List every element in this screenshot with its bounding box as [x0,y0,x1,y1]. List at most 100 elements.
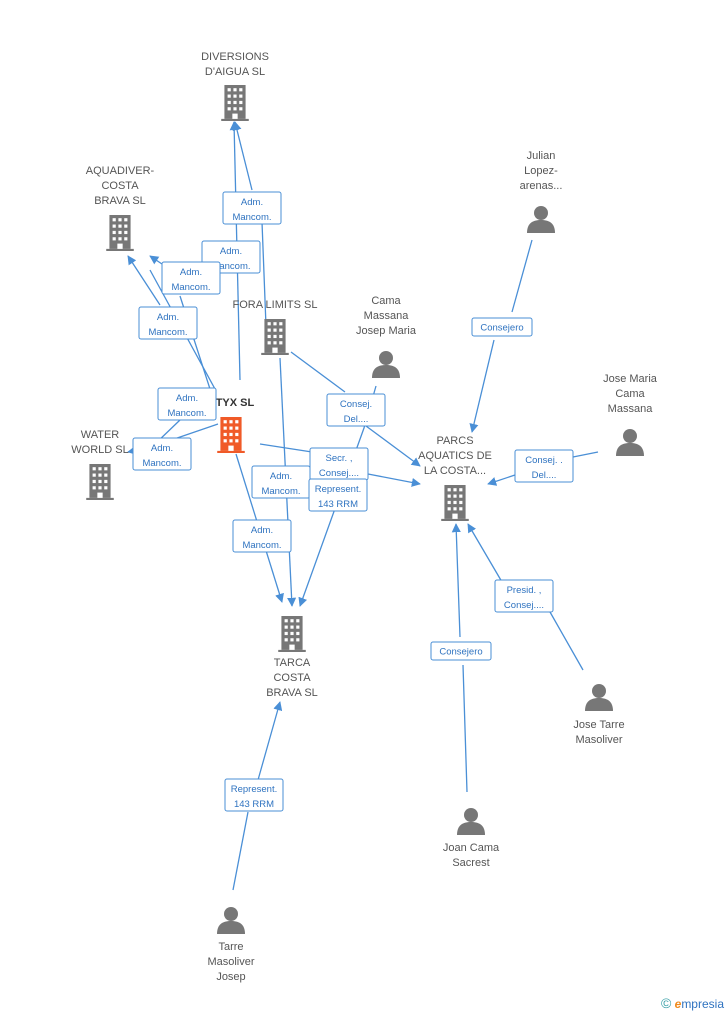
node-label-line: COSTA [273,672,311,684]
node-center[interactable]: RTYX SL [208,397,255,453]
relation-label-r9[interactable]: Consej.Del.... [326,393,386,427]
person-icon [457,808,485,835]
relation-label-r16[interactable]: Represent. 143 RRM [224,778,284,812]
relation-box [430,641,492,661]
building-icon [86,464,114,500]
node-label-line: LA COSTA... [424,465,486,477]
building-icon [441,485,469,521]
node-label-line: AQUATICS DE [418,450,492,462]
relation-label-r14[interactable]: Presid. , Consej.... [494,579,554,613]
relation-box [232,519,292,553]
edge-10 [259,443,420,484]
building-icon [221,85,249,121]
relation-text: Adm. [157,312,179,323]
node-julian[interactable]: JulianLopez-arenas... [520,150,563,233]
relation-label-r12[interactable]: Consejero [471,317,533,337]
node-label-line: Massana [608,403,654,415]
building-icon [217,417,245,453]
relation-text: Mancom. [148,327,187,338]
relation-text: Mancom. [232,212,271,223]
node-label-line: PARCS [436,435,473,447]
node-label-line: RTYX SL [208,397,255,409]
relation-text: Mancom. [261,486,300,497]
person-icon [527,206,555,233]
relation-label-r11[interactable]: Represent.143 RRM [308,478,368,512]
node-label-line: BRAVA SL [266,687,318,699]
relation-text: 143 RRM [234,799,274,810]
relation-text: Mancom. [167,408,206,419]
brand-logo-letter: e [674,997,682,1011]
relation-text: Consej.... [504,600,544,611]
relation-text: Consej. . [525,455,563,466]
relation-box [326,393,386,427]
relation-text: Del.... [344,414,369,425]
building-icon [261,319,289,355]
edge-14 [468,524,584,671]
edges-layer [128,122,599,891]
node-label-line: FORA LIMITS SL [233,299,318,311]
person-icon [217,907,245,934]
relation-label-r4[interactable]: Adm. Mancom. [138,306,198,340]
node-parcs[interactable]: PARCS AQUATICS DE LA COSTA... [418,435,492,521]
relation-box [222,191,282,225]
node-label-line: Cama [615,388,645,400]
relation-label-r3[interactable]: Adm. Mancom. [161,261,221,295]
node-fora[interactable]: FORA LIMITS SL [233,299,318,355]
relation-text: Adm. [176,393,198,404]
node-label-line: Lopez- [524,165,558,177]
relation-box [224,778,284,812]
relation-text: Presid. , [507,585,542,596]
node-label-line: D'AIGUA SL [205,66,265,78]
relation-text: Consejero [480,323,523,334]
relation-text: Adm. [241,197,263,208]
node-label-line: Josep [216,971,245,983]
relation-text: Consejero [439,647,482,658]
node-label-line: Masoliver [575,734,622,746]
relation-text: Mancom. [242,540,281,551]
node-label-line: WORLD SL [71,444,128,456]
node-label-line: Sacrest [452,857,489,869]
relation-box [308,478,368,512]
node-label-line: AQUADIVER- [86,165,155,177]
brand-name: mpresia [681,997,724,1011]
relation-label-r15[interactable]: Consejero [430,641,492,661]
relation-label-r1[interactable]: Adm. Mancom. [222,191,282,225]
relation-text: Mancom. [211,261,250,272]
relation-text: Consej.... [319,468,359,479]
edge-15 [456,524,468,793]
relation-text: Adm. [270,471,292,482]
node-water[interactable]: WATER WORLD SL [71,429,129,500]
node-label-line: Jose Maria [603,373,658,385]
relation-text: Del.... [532,470,557,481]
node-label-line: WATER [81,429,120,441]
relation-label-r8[interactable]: Adm.Mancom. [232,519,292,553]
relation-text: Adm. [180,267,202,278]
node-label-line: COSTA [101,180,139,192]
relation-box [161,261,221,295]
relation-box [157,387,217,421]
node-label-line: Josep Maria [356,325,417,337]
node-label-line: Tarre [218,941,243,953]
node-label-line: Massana [364,310,410,322]
relation-label-r13[interactable]: Consej. . Del.... [514,449,574,483]
relation-text: Mancom. [171,282,210,293]
relation-label-r7[interactable]: Adm. Mancom. [251,465,311,499]
relation-text: Represent. [231,784,277,795]
building-icon [106,215,134,251]
relation-text: Represent. [315,484,361,495]
relation-label-r10[interactable]: Secr. ,Consej.... [309,447,369,481]
node-label-line: Joan Cama [443,842,500,854]
relation-label-r5[interactable]: Adm. Mancom. [157,387,217,421]
relation-label-r6[interactable]: Adm.Mancom. [132,437,192,471]
